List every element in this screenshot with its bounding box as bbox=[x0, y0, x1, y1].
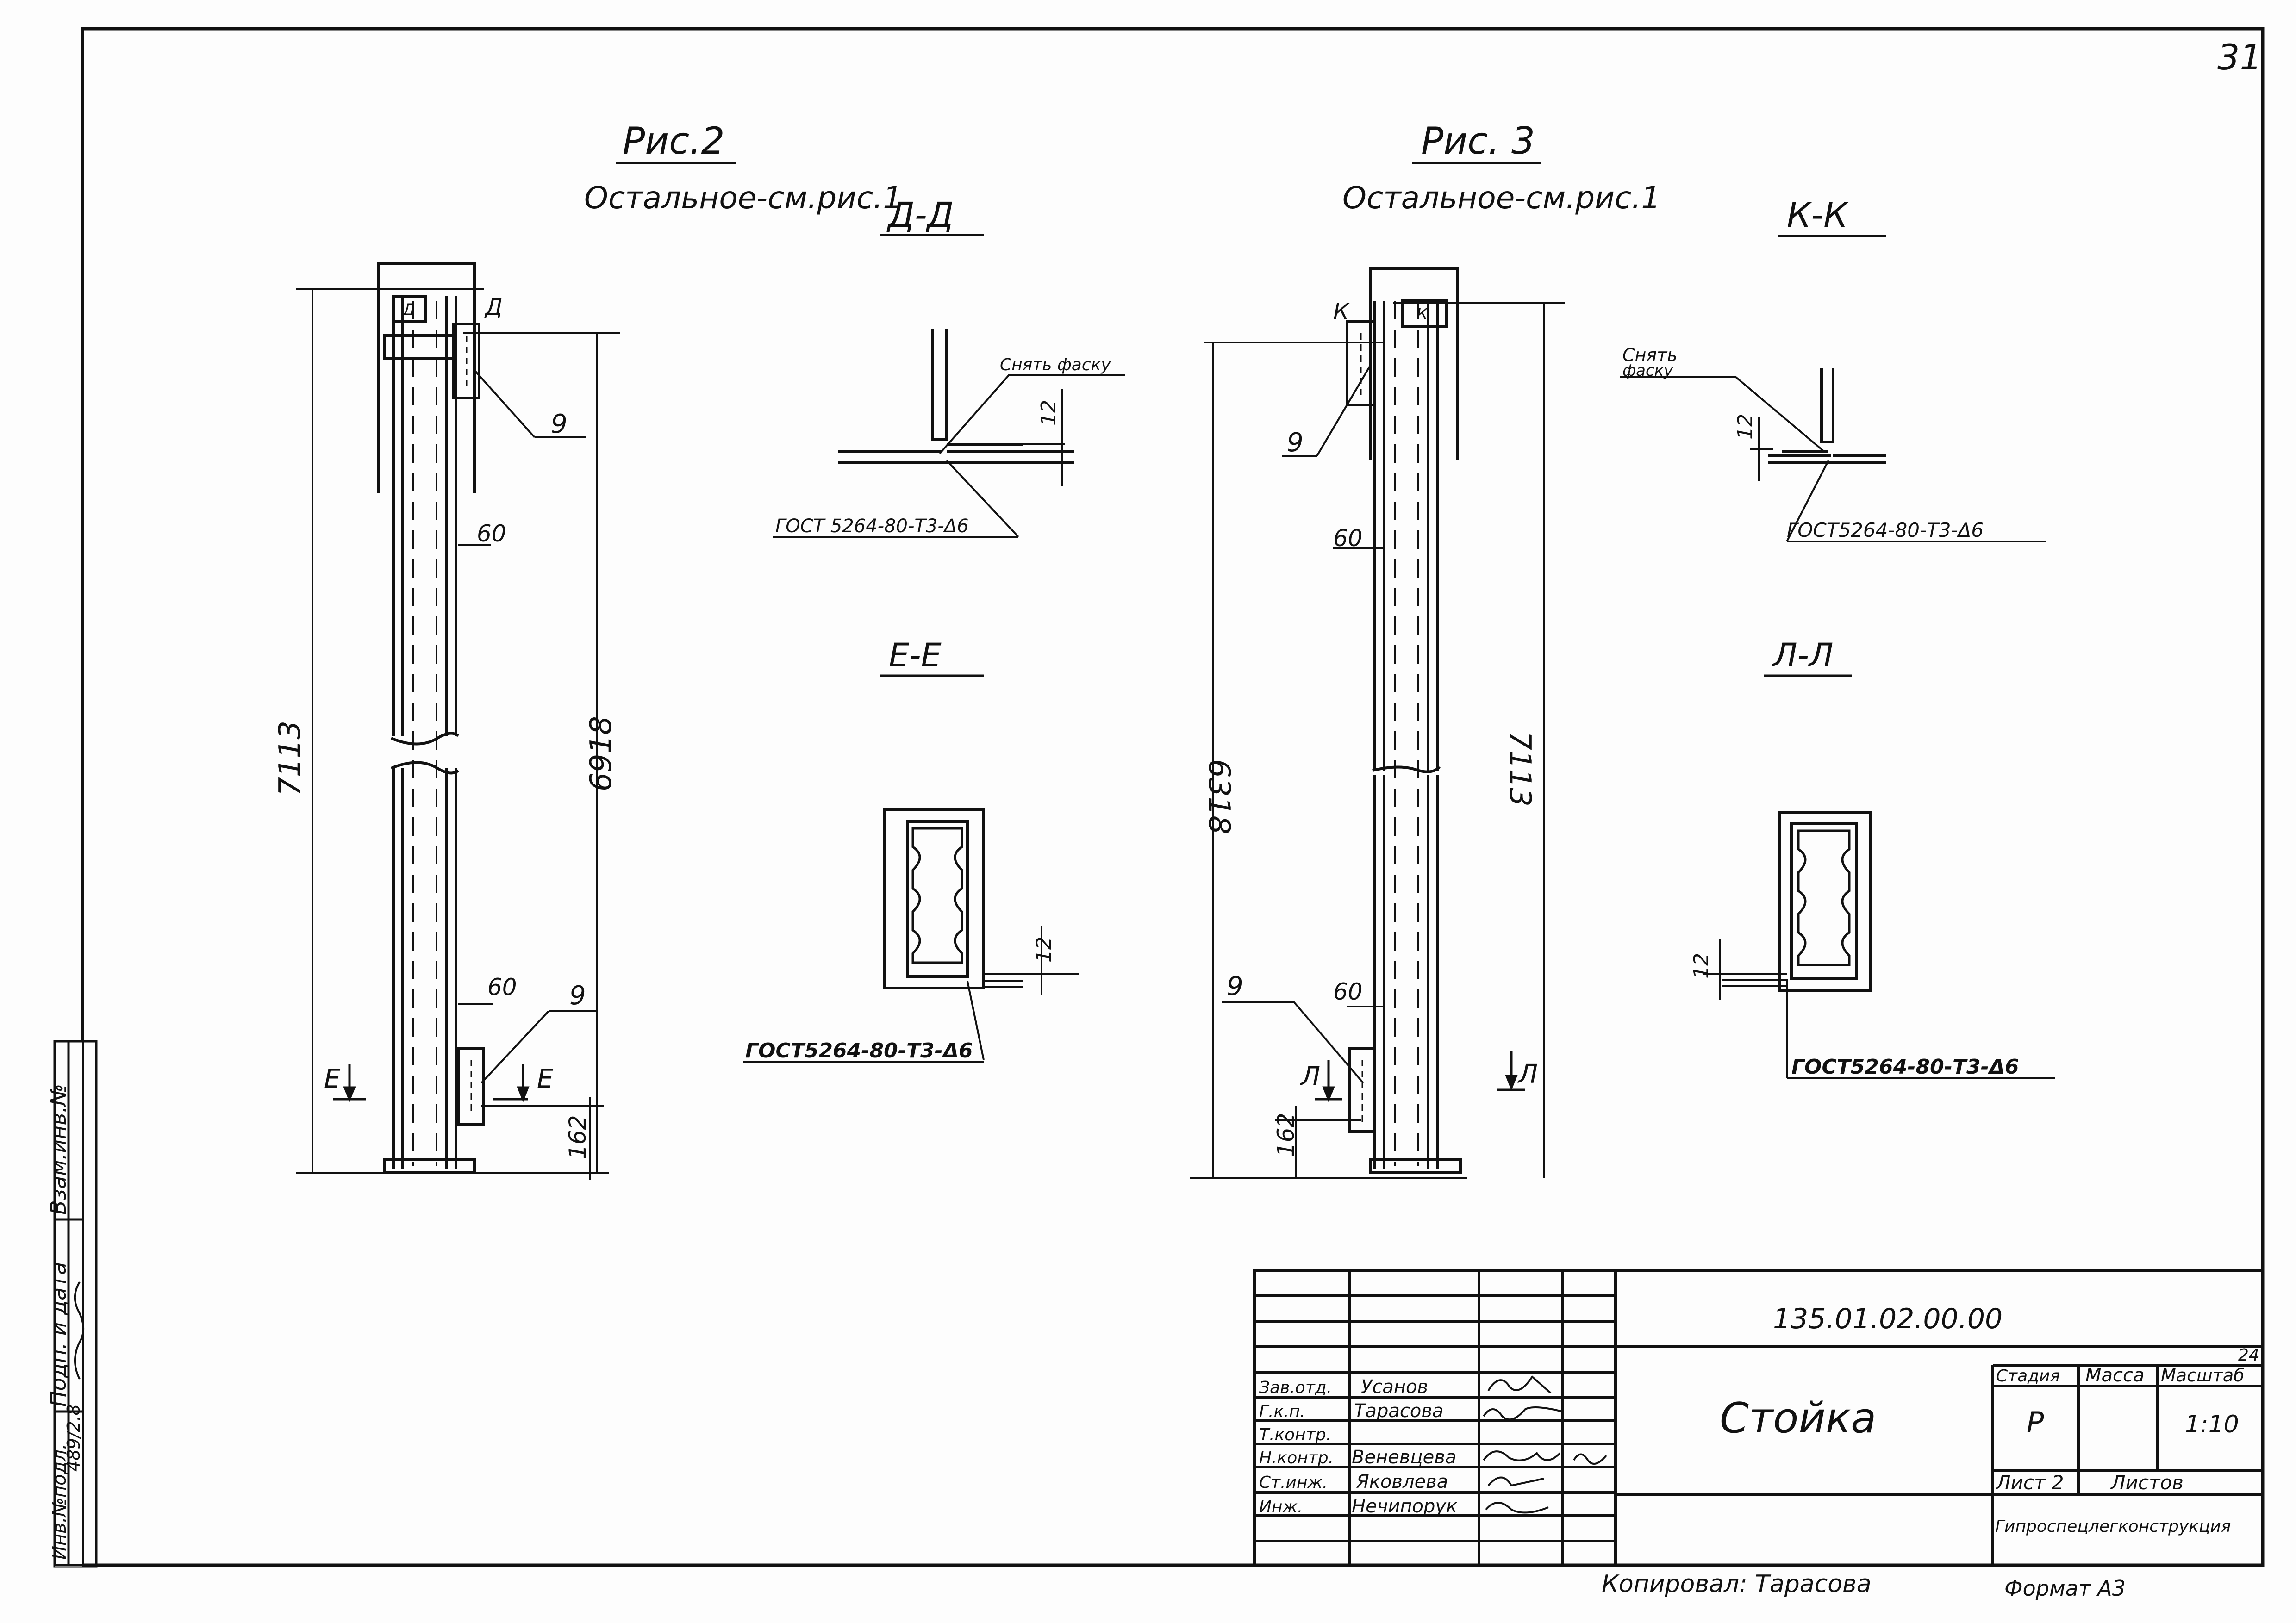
staff-name: Веневцева bbox=[1352, 1447, 1456, 1468]
fig2-title: Рис.2 bbox=[623, 119, 725, 162]
doc-code: 135.01.02.00.00 bbox=[1773, 1303, 2003, 1335]
format: Формат А3 bbox=[2004, 1576, 2126, 1601]
side-stamp-col3-label: Взам.инв.№ bbox=[46, 1084, 71, 1215]
fig2-dim-60-bottom: 60 bbox=[487, 974, 517, 1001]
stage-value: Р bbox=[2027, 1405, 2044, 1439]
staff-role: Зав.отд. bbox=[1259, 1378, 1332, 1397]
fig2-cut-top-small: Д bbox=[402, 300, 415, 319]
fig2-cut-arrows bbox=[333, 1064, 530, 1102]
fig2-dim-60-top: 60 bbox=[477, 520, 506, 547]
fig2-column bbox=[377, 262, 485, 1174]
section-dd-note: Снять фаску bbox=[1000, 355, 1111, 374]
sheet-frame bbox=[53, 27, 2265, 1568]
section-kk-note-line1: Снять bbox=[1622, 345, 1678, 365]
fig3-dim-column: 6318 bbox=[1202, 759, 1236, 834]
section-kk: К-К Снять фаску 12 ГОСТ5264-80-Т3-Δ6 bbox=[1620, 195, 2046, 542]
sheets-label: Листов bbox=[2110, 1471, 2184, 1494]
fig2-label-9-top: 9 bbox=[551, 409, 568, 439]
section-ee: Е-Е 12 ГОСТ5264-80-Т3-Δ6 bbox=[743, 636, 1079, 1063]
section-dd: Д-Д Снять фаску 12 ГОСТ 5264-80-Т3-Δ6 bbox=[773, 195, 1125, 538]
fig3-cut-bottom-left: Л bbox=[1300, 1062, 1320, 1092]
fig3-dim-60-top: 60 bbox=[1333, 525, 1363, 552]
staff-table: Зав.отд. Усанов Г.к.п. Тарасова Т.контр.… bbox=[1259, 1376, 1457, 1517]
item-name: Стойка bbox=[1720, 1394, 1876, 1443]
figure-3: Рис. 3 Остальное-см.рис.1 bbox=[1190, 119, 1660, 1179]
staff-name: Тарасова bbox=[1354, 1400, 1443, 1422]
side-stamp-col2-label: Подп. и дата bbox=[46, 1262, 71, 1407]
fig3-cut-top-small: К bbox=[1416, 305, 1429, 323]
scale-value: 1:10 bbox=[2185, 1411, 2239, 1438]
organization: Гипроспецлегконструкция bbox=[1995, 1517, 2231, 1536]
col-mass: Масса bbox=[2085, 1365, 2145, 1386]
section-kk-gost: ГОСТ5264-80-Т3-Δ6 bbox=[1787, 519, 1984, 541]
fig2-subtitle: Остальное-см.рис.1 bbox=[584, 180, 902, 216]
section-ll-dim: 12 bbox=[1690, 953, 1713, 979]
section-kk-title: К-К bbox=[1787, 195, 1849, 235]
fig3-cut-arrows bbox=[1315, 1051, 1525, 1102]
fig3-label-9-bottom: 9 bbox=[1227, 971, 1243, 1001]
fig2-cut-top: Д bbox=[484, 294, 503, 320]
fig2-cut-bottom-left: Е bbox=[324, 1064, 341, 1094]
figure-2: Рис.2 Остальное-см.рис.1 bbox=[273, 119, 902, 1180]
side-stamp-signature bbox=[74, 1281, 85, 1380]
fig3-title: Рис. 3 bbox=[1421, 119, 1535, 162]
section-kk-note-line2: фаску bbox=[1622, 361, 1673, 380]
fig3-dim-total: 7113 bbox=[1503, 731, 1537, 807]
fig3-cut-bottom-right: Л bbox=[1517, 1059, 1538, 1089]
title-block bbox=[1253, 1269, 2264, 1567]
section-kk-dim: 12 bbox=[1734, 414, 1757, 440]
staff-role: Ст.инж. bbox=[1259, 1473, 1328, 1492]
fig2-dim-total: 7113 bbox=[273, 721, 307, 796]
fig3-dim-60-bottom: 60 bbox=[1333, 978, 1363, 1005]
col-stage: Стадия bbox=[1996, 1367, 2060, 1386]
side-stamp-col1-value: 489/2.8 bbox=[63, 1404, 84, 1472]
side-stamp bbox=[53, 1040, 82, 1567]
copied-by: Копировал: Тарасова bbox=[1602, 1570, 1872, 1598]
fig3-label-9-top: 9 bbox=[1287, 428, 1304, 458]
sheet-number: 31 bbox=[2217, 37, 2262, 78]
fig2-cut-bottom-right: Е bbox=[537, 1064, 554, 1094]
staff-name: Яковлева bbox=[1356, 1471, 1448, 1492]
fig3-cut-top: К bbox=[1333, 299, 1350, 325]
sheet-label: Лист 2 bbox=[1995, 1471, 2064, 1494]
fig3-dimensions bbox=[1190, 302, 1565, 1179]
staff-role: Г.к.п. bbox=[1259, 1402, 1305, 1421]
staff-role: Т.контр. bbox=[1259, 1425, 1331, 1444]
signatures bbox=[1483, 1375, 1607, 1514]
fig2-dimensions bbox=[296, 288, 620, 1180]
col-scale: Масштаб bbox=[2161, 1365, 2245, 1386]
staff-name: Нечипорук bbox=[1352, 1496, 1457, 1517]
section-ee-dim: 12 bbox=[1032, 937, 1056, 963]
staff-name: Усанов bbox=[1361, 1376, 1428, 1398]
section-ee-gost: ГОСТ5264-80-Т3-Δ6 bbox=[745, 1039, 973, 1063]
section-dd-title: Д-Д bbox=[886, 195, 954, 235]
section-dd-dim: 12 bbox=[1037, 400, 1061, 426]
section-ll-gost: ГОСТ5264-80-Т3-Δ6 bbox=[1791, 1055, 2019, 1079]
fig3-column bbox=[1346, 267, 1462, 1174]
fig3-dim-162: 162 bbox=[1273, 1113, 1299, 1157]
fig2-label-9-bottom: 9 bbox=[569, 981, 586, 1011]
section-ll-title: Л-Л bbox=[1772, 636, 1834, 674]
side-stamp-col1-label: Инв.№подл. bbox=[49, 1443, 70, 1560]
section-dd-gost: ГОСТ 5264-80-Т3-Δ6 bbox=[775, 516, 969, 537]
section-ll: Л-Л 12 ГОСТ5264-80-Т3-Δ6 bbox=[1690, 636, 2055, 1079]
fig2-dim-162: 162 bbox=[564, 1115, 591, 1159]
fig3-subtitle: Остальное-см.рис.1 bbox=[1342, 180, 1660, 216]
fig2-dim-column: 6918 bbox=[584, 716, 618, 791]
staff-role: Инж. bbox=[1259, 1498, 1303, 1517]
page-ref: 24 bbox=[2238, 1346, 2259, 1365]
staff-role: Н.контр. bbox=[1259, 1449, 1334, 1468]
section-ee-title: Е-Е bbox=[889, 636, 942, 674]
